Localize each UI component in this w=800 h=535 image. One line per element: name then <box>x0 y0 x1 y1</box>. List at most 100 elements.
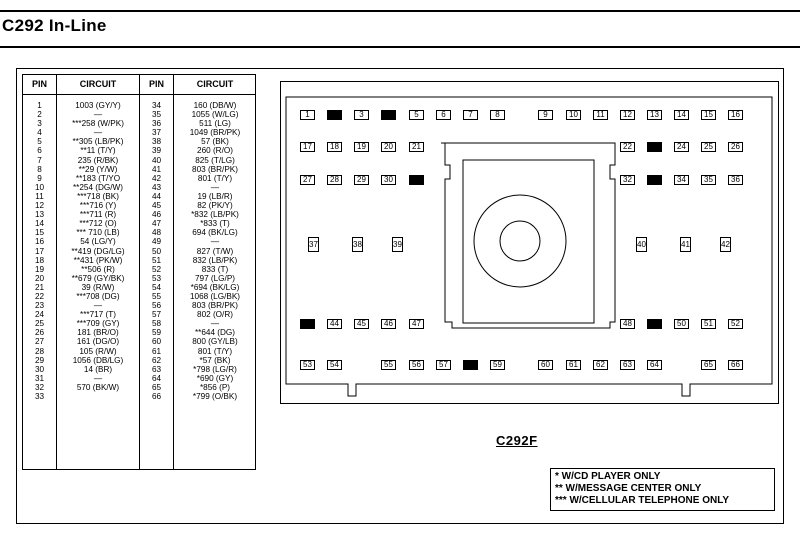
pin-number: 8 <box>37 164 42 174</box>
pin-number: 14 <box>34 219 45 229</box>
circuit-value: 825 (T/LG) <box>195 155 235 165</box>
header-pin-right: PIN <box>148 79 164 89</box>
pin-number: 21 <box>34 282 45 292</box>
circuit-value: *690 (GY) <box>196 373 234 383</box>
pin-number: 56 <box>151 301 162 311</box>
cavity-54: 54 <box>327 360 342 370</box>
cavity-4: 4 <box>381 110 396 120</box>
pin-number: 52 <box>151 264 162 274</box>
pin-number: 62 <box>151 355 162 365</box>
pin-number: 55 <box>151 291 162 301</box>
circuit-value: *798 (LG/R) <box>193 364 237 374</box>
circuit-value: ***717 (T) <box>80 310 116 320</box>
circuit-value: 797 (LG/P) <box>194 273 236 283</box>
cavity-18: 18 <box>327 142 342 152</box>
connector-outline <box>285 96 773 397</box>
circuit-value: 1068 (LG/BK) <box>189 291 241 301</box>
cavity-34: 34 <box>674 175 689 185</box>
circuit-value: — <box>210 182 220 192</box>
circuit-value: *833 (T) <box>200 219 230 229</box>
cavity-38: 38 <box>352 237 363 252</box>
pin-number: 11 <box>35 191 44 201</box>
pin-number: 25 <box>34 319 45 329</box>
circuit-value: 160 (DB/W) <box>193 101 237 110</box>
pin-number: 10 <box>34 182 45 192</box>
pin-number: 58 <box>151 319 162 329</box>
pin-number: 61 <box>151 346 162 356</box>
cavity-27: 27 <box>300 175 315 185</box>
note-cellular-telephone: *** W/CELLULAR TELEPHONE ONLY <box>555 495 730 506</box>
cavity-59: 59 <box>490 360 505 370</box>
pin-number: 12 <box>34 201 45 211</box>
pin-number: 3 <box>37 119 42 129</box>
cavity-19: 19 <box>354 142 369 152</box>
cavity-2: 2 <box>327 110 342 120</box>
cavity-12: 12 <box>620 110 635 120</box>
pin-number: 15 <box>34 228 45 238</box>
cavity-32: 32 <box>620 175 635 185</box>
cavity-35: 35 <box>701 175 716 185</box>
cavity-43: 43 <box>300 319 315 329</box>
pin-number: 66 <box>151 392 162 401</box>
pin-number: 59 <box>151 328 162 338</box>
diagram-frame <box>16 68 784 524</box>
page-title: C292 In-Line <box>2 16 107 35</box>
notes-box: * W/CD PLAYER ONLY ** W/MESSAGE CENTER O… <box>550 468 775 511</box>
pin-number: 40 <box>151 155 162 165</box>
cavity-25: 25 <box>701 142 716 152</box>
circuit-value: 801 (T/Y) <box>197 173 233 183</box>
circuit-value: 800 (GY/LB) <box>192 337 238 347</box>
cavity-61: 61 <box>566 360 581 370</box>
pin-number: 6 <box>37 146 42 156</box>
circuit-value: 235 (R/BK) <box>77 155 119 165</box>
cavity-29: 29 <box>354 175 369 185</box>
pin-number: 24 <box>34 310 45 320</box>
circuit-value: — <box>93 110 103 120</box>
cavity-41: 41 <box>680 237 691 252</box>
cavity-64: 64 <box>647 360 662 370</box>
cavity-33: 33 <box>647 175 662 185</box>
cavity-23: 23 <box>647 142 662 152</box>
cavity-28: 28 <box>327 175 342 185</box>
circuit-value: **644 (DG) <box>194 328 236 338</box>
connector-outer-ring <box>473 194 567 288</box>
circuit-value: 1055 (W/LG) <box>191 110 239 120</box>
pin-number: 31 <box>34 373 45 383</box>
pin-number: 18 <box>34 255 45 265</box>
circuit-value: *832 (LB/PK) <box>191 210 239 220</box>
circuit-value: — <box>93 301 103 311</box>
pin-number: 5 <box>37 137 42 147</box>
cavity-24: 24 <box>674 142 689 152</box>
pin-number: 23 <box>34 301 45 311</box>
cavity-56: 56 <box>409 360 424 370</box>
cavity-9: 9 <box>538 110 553 120</box>
circuit-value: ***716 (Y) <box>79 201 117 211</box>
connector-center-housing <box>441 142 616 329</box>
cavity-31: 31 <box>409 175 424 185</box>
pin-number: 65 <box>151 382 162 392</box>
cavity-49: 49 <box>647 319 662 329</box>
pin-number: 36 <box>151 119 162 129</box>
cavity-45: 45 <box>354 319 369 329</box>
pin-number: 64 <box>151 373 162 383</box>
pin-number: 48 <box>151 228 162 238</box>
circuit-value: **679 (GY/BK) <box>71 273 125 283</box>
cavity-55: 55 <box>381 360 396 370</box>
cavity-36: 36 <box>728 175 743 185</box>
circuit-value: **254 (DG/W) <box>72 182 124 192</box>
pin-number: 2 <box>37 110 42 120</box>
circuit-value: 57 (BK) <box>201 137 229 147</box>
cavity-17: 17 <box>300 142 315 152</box>
circuit-value: 511 (LG) <box>199 119 231 129</box>
cavity-7: 7 <box>463 110 478 120</box>
circuit-value: **431 (PK/W) <box>73 255 123 265</box>
circuit-value: 54 (LG/Y) <box>80 237 116 247</box>
cavity-14: 14 <box>674 110 689 120</box>
cavity-22: 22 <box>620 142 635 152</box>
pin-number: 45 <box>151 201 162 211</box>
pin-number: 51 <box>151 255 162 265</box>
pin-number: 26 <box>34 328 45 338</box>
pin-number: 49 <box>151 237 162 247</box>
cavity-11: 11 <box>593 110 608 120</box>
